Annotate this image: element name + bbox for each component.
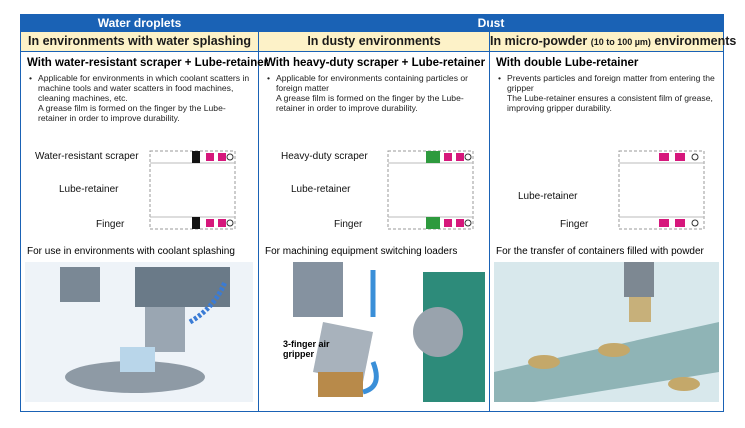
column-title: With water-resistant scraper + Lube-reta… [27, 57, 269, 69]
subheader-water-splashing: In environments with water splashing [21, 32, 258, 52]
column-divider [489, 15, 490, 411]
seal-cross-section-diagram [387, 150, 474, 230]
label-heavy-duty-scraper: Heavy-duty scraper [281, 151, 368, 162]
label-water-resistant-scraper: Water-resistant scraper [35, 151, 139, 162]
column-micro-powder: With double Lube-retainer • Prevents par… [490, 51, 723, 411]
photo-caption: For the transfer of containers filled wi… [496, 246, 704, 257]
label-finger: Finger [334, 219, 363, 230]
subheader-dusty: In dusty environments [259, 32, 489, 52]
label-3-finger-air-gripper: 3-finger air gripper [283, 339, 330, 359]
column-title: With heavy-duty scraper + Lube-retainer [265, 57, 486, 69]
subheader-micro-powder: In micro-powder (10 to 100 µm) environme… [490, 32, 736, 52]
comparison-panel: Water droplets Dust In environments with… [20, 14, 736, 412]
photo-caption: For use in environments with coolant spl… [27, 246, 235, 257]
column-divider [258, 15, 259, 411]
label-lube-retainer: Lube-retainer [518, 191, 578, 202]
column-bullet: • Applicable for environments in which c… [29, 73, 250, 123]
label-finger: Finger [560, 219, 589, 230]
powder-conveyor-photo [494, 262, 719, 402]
column-title: With double Lube-retainer [496, 57, 639, 69]
header-dust: Dust [259, 15, 723, 32]
column-bullet: • Prevents particles and foreign matter … [498, 73, 715, 113]
header-water-droplets: Water droplets [21, 15, 258, 32]
seal-cross-section-diagram [618, 150, 705, 230]
column-dusty: With heavy-duty scraper + Lube-retainer … [259, 51, 489, 411]
column-water: With water-resistant scraper + Lube-reta… [21, 51, 268, 411]
label-finger: Finger [96, 219, 125, 230]
label-lube-retainer: Lube-retainer [291, 184, 351, 195]
machine-tool-photo [25, 262, 253, 402]
label-lube-retainer: Lube-retainer [59, 184, 119, 195]
gripper-photo [263, 262, 485, 402]
column-bullet: • Applicable for environments containing… [267, 73, 469, 113]
photo-caption: For machining equipment switching loader… [265, 246, 458, 257]
seal-cross-section-diagram [149, 150, 236, 230]
